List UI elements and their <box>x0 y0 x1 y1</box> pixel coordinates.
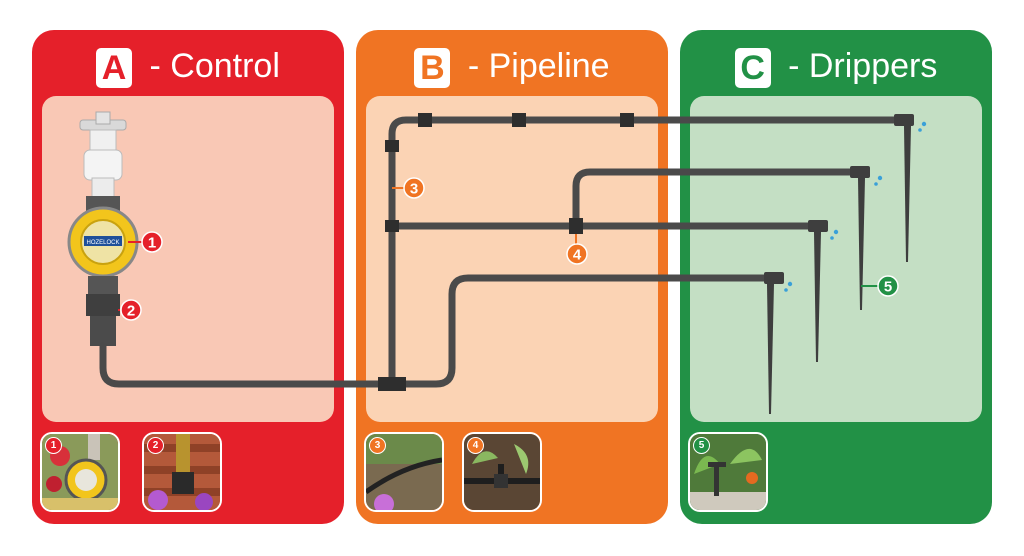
marker-1: 1 <box>128 231 163 253</box>
thumbnail-tee[interactable]: 4 <box>462 432 542 512</box>
dripper-3 <box>808 220 828 362</box>
thumbnail-number: 1 <box>45 437 62 454</box>
pipework <box>99 116 900 388</box>
panel-letter: B <box>414 48 451 89</box>
panel-drippers: C - Drippers 5 <box>680 30 992 524</box>
timer-brand: HOZELOCK <box>86 240 119 246</box>
thumbnail-connector[interactable]: 2 <box>142 432 222 512</box>
dripper-4 <box>764 272 784 414</box>
branch-pipe <box>572 168 856 230</box>
riser-pipe <box>388 116 900 388</box>
marker-number: 1 <box>148 235 156 252</box>
thumbnail-number: 3 <box>369 437 386 454</box>
panel-letter: C <box>734 48 771 89</box>
marker-5: 5 <box>861 275 899 297</box>
panel-label: - Drippers <box>778 47 938 85</box>
marker-3: 3 <box>392 177 425 199</box>
marker-number: 4 <box>573 247 582 264</box>
panel-control-title: A - Control <box>32 44 344 89</box>
marker-number: 2 <box>127 303 135 320</box>
thumbnail-number: 5 <box>693 437 710 454</box>
marker-number: 5 <box>884 279 892 296</box>
pipeline-area <box>366 96 658 422</box>
marker-2: 2 <box>118 299 142 321</box>
dripper-stakes <box>764 114 914 414</box>
water-timer: HOZELOCK <box>67 196 139 294</box>
panel-drippers-title: C - Drippers <box>680 44 992 89</box>
thumbnail-number: 4 <box>467 437 484 454</box>
thumbnail-dripper[interactable]: 5 <box>688 432 768 512</box>
panel-label: - Pipeline <box>458 47 610 85</box>
panel-label: - Control <box>140 47 280 85</box>
water-drops <box>784 121 927 292</box>
drippers-area <box>690 96 982 422</box>
marker-number: 3 <box>410 181 418 198</box>
panel-letter: A <box>96 48 133 89</box>
marker-4: 4 <box>566 234 588 265</box>
tap <box>79 111 127 199</box>
panel-pipeline-title: B - Pipeline <box>356 44 668 89</box>
thumbnail-pipe[interactable]: 3 <box>364 432 444 512</box>
dripper-2 <box>850 166 870 310</box>
main-pipe <box>99 274 772 388</box>
thumbnail-timer[interactable]: 1 <box>40 432 120 512</box>
pipe-fittings <box>378 113 634 391</box>
hose-connector <box>86 294 120 346</box>
dripper-1 <box>894 114 914 262</box>
thumbnail-number: 2 <box>147 437 164 454</box>
